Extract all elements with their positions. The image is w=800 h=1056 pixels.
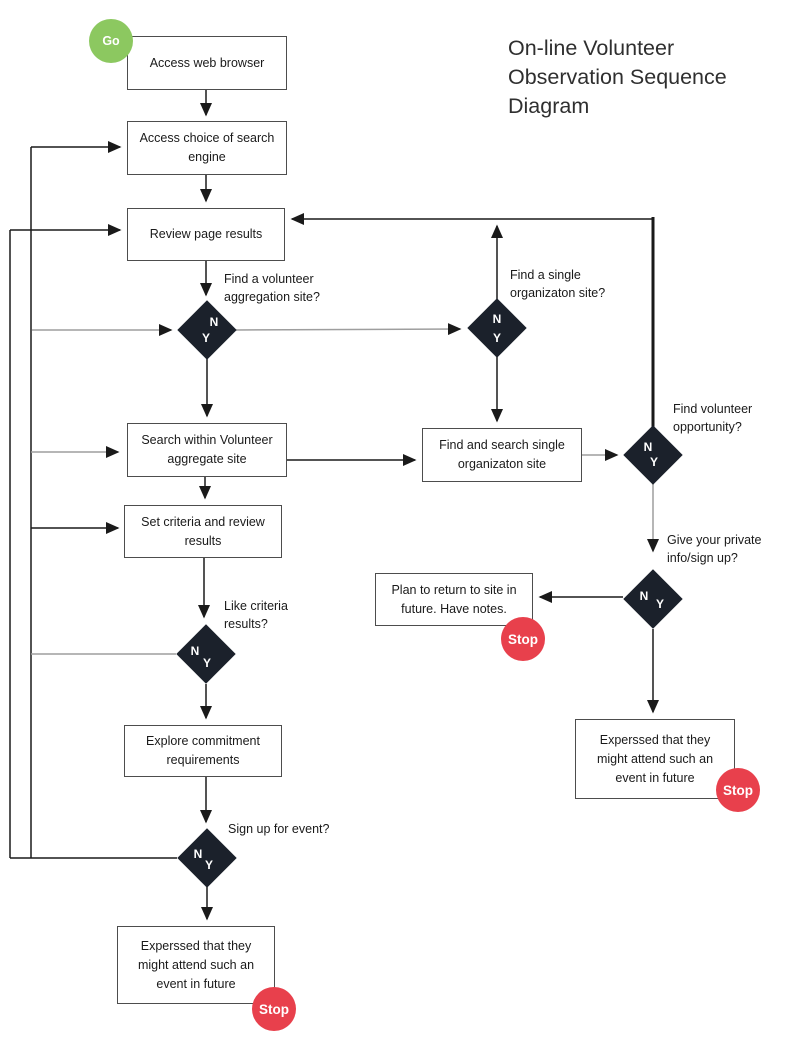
decision-no-label: N: [639, 589, 649, 603]
decision-yes-label: Y: [202, 656, 212, 670]
decision-like-criteria-results: N Y: [176, 624, 236, 684]
process-find-search-single: Find and search single organizaton site: [422, 428, 582, 482]
decision-find-aggregation-site: N Y: [177, 300, 237, 360]
decision-sign-up-for-event: N Y: [177, 828, 237, 888]
decision-find-single-site: N Y: [467, 298, 527, 358]
process-expressed-attend-bottom: Experssed that they might attend such an…: [117, 926, 275, 1004]
diamond-shape: [467, 298, 527, 358]
decision-yes-label: Y: [492, 331, 502, 345]
diamond-shape: [177, 300, 237, 360]
question-find-aggregation-site: Find a volunteer aggregation site?: [224, 272, 320, 304]
decision-no-label: N: [209, 315, 219, 329]
diamond-shape: [176, 624, 236, 684]
diamond-shape: [623, 569, 683, 629]
process-search-within-aggregate: Search within Volunteer aggregate site: [127, 423, 287, 477]
decision-give-private-info: N Y: [623, 569, 683, 629]
question-give-private-info: Give your private info/sign up?: [667, 533, 762, 565]
process-plan-return: Plan to return to site in future. Have n…: [375, 573, 533, 626]
decision-find-opportunity: N Y: [623, 425, 683, 485]
decision-yes-label: Y: [655, 597, 665, 611]
stop-badge-expressed-right: Stop: [716, 768, 760, 812]
go-start-badge: Go: [89, 19, 133, 63]
stop-badge-plan-return: Stop: [501, 617, 545, 661]
decision-yes-label: Y: [204, 858, 214, 872]
process-explore-commitment: Explore commitment requirements: [124, 725, 282, 777]
decision-no-label: N: [193, 847, 203, 861]
decision-no-label: N: [190, 644, 200, 658]
decision-no-label: N: [643, 440, 653, 454]
question-find-opportunity: Find volunteer opportunity?: [673, 402, 753, 434]
decision-yes-label: Y: [201, 331, 211, 345]
decision-yes-label: Y: [649, 455, 659, 469]
stop-badge-expressed-bottom: Stop: [252, 987, 296, 1031]
process-expressed-attend-right: Experssed that they might attend such an…: [575, 719, 735, 799]
question-find-single-site: Find a single organizaton site?: [510, 268, 606, 300]
decision-no-label: N: [492, 312, 502, 326]
process-access-search-engine: Access choice of search engine: [127, 121, 287, 175]
diagram-title: On-line Volunteer Observation Sequence D…: [508, 36, 727, 118]
question-sign-up-for-event: Sign up for event?: [228, 822, 330, 836]
process-set-criteria: Set criteria and review results: [124, 505, 282, 558]
process-review-page-results: Review page results: [127, 208, 285, 261]
question-like-criteria-results: Like criteria results?: [224, 599, 288, 631]
process-access-web-browser: Access web browser: [127, 36, 287, 90]
